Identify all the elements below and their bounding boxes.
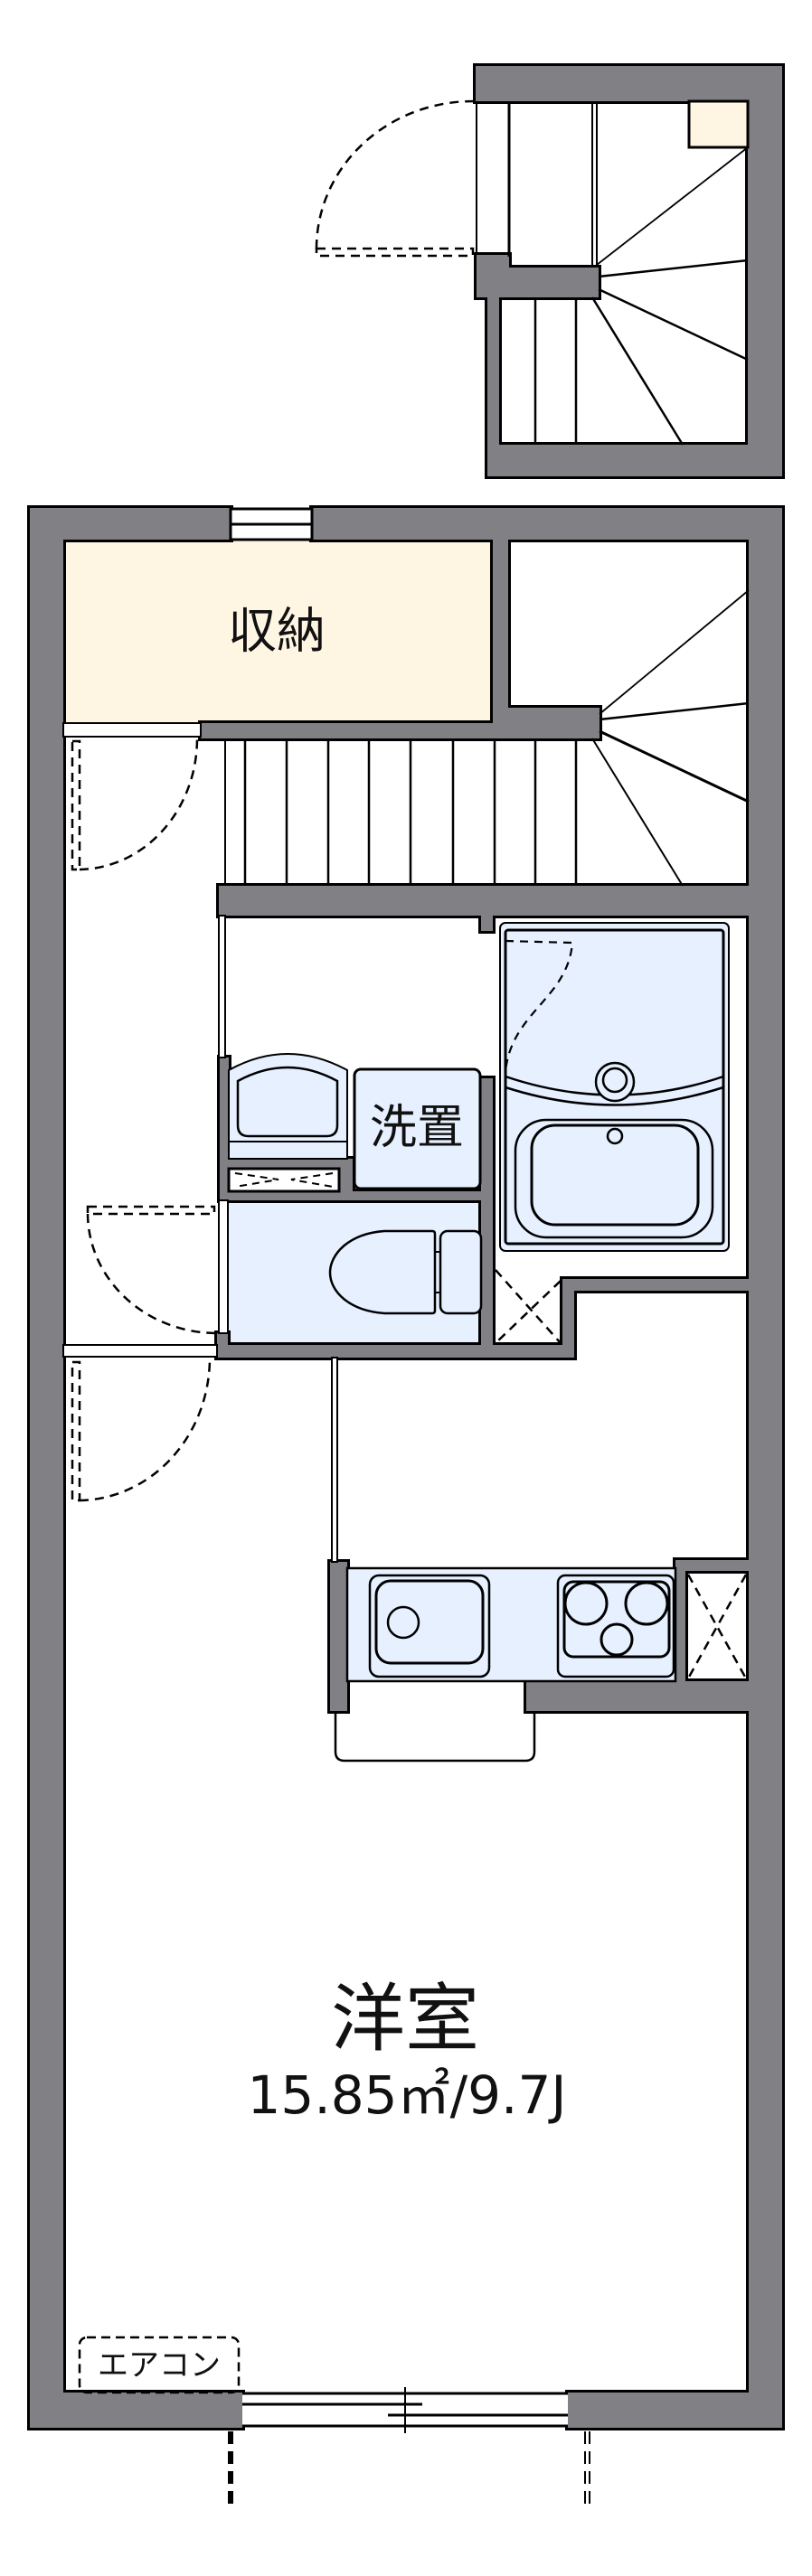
washer-space-icon bbox=[353, 1067, 482, 1190]
refrigerator-space bbox=[334, 1711, 536, 1763]
room-area: 15.85㎡/9.7J bbox=[248, 2064, 567, 2126]
door-swing-arc bbox=[315, 99, 474, 249]
tub-drain bbox=[606, 1127, 624, 1145]
cabinet-box bbox=[227, 1167, 341, 1193]
vanity-icon bbox=[228, 1053, 348, 1160]
vanity-basin bbox=[236, 1066, 339, 1138]
toilet-door-frame bbox=[218, 1199, 229, 1334]
entry-door-leaf bbox=[71, 739, 81, 871]
upper-storage-box bbox=[687, 99, 750, 149]
toilet-tank bbox=[439, 1229, 483, 1315]
cabinet-mark bbox=[290, 1172, 334, 1188]
pipe-shaft-cross bbox=[495, 1269, 562, 1344]
shower-door-swing bbox=[504, 939, 574, 1073]
air-conditioner-box bbox=[78, 2336, 241, 2394]
kitchen-counter bbox=[345, 1566, 677, 1683]
entry-door-swing-arc bbox=[79, 738, 199, 871]
burner bbox=[563, 1581, 609, 1626]
burner bbox=[600, 1622, 634, 1657]
room-door-frame bbox=[62, 1344, 218, 1358]
storage-label: 収納 bbox=[228, 603, 326, 660]
top-window bbox=[229, 507, 314, 541]
kitchen-shaft-icon bbox=[686, 1574, 748, 1679]
toilet-door-leaf bbox=[86, 1205, 216, 1216]
toilet-door-swing-arc bbox=[86, 1213, 218, 1335]
sink-inner bbox=[374, 1579, 485, 1665]
pipe-shaft-icon bbox=[495, 1269, 562, 1344]
bath-divider bbox=[505, 1086, 724, 1106]
room-label: 洋室 bbox=[331, 1977, 479, 2063]
main-stair bbox=[224, 589, 750, 887]
toilet-icon bbox=[328, 1229, 483, 1315]
tub-inner bbox=[530, 1123, 700, 1227]
storage-door-frame bbox=[62, 722, 202, 738]
air-conditioner-label: エアコン bbox=[98, 2347, 221, 2383]
burner bbox=[624, 1581, 669, 1626]
winder-line bbox=[599, 729, 750, 804]
storage-fill bbox=[63, 540, 493, 723]
washroom-door-frame bbox=[218, 915, 226, 1058]
bottom-window bbox=[242, 2387, 568, 2433]
winder-line bbox=[590, 296, 685, 446]
cabinet-mark bbox=[234, 1172, 279, 1188]
winder-line bbox=[591, 738, 684, 887]
shaft-cross bbox=[686, 1574, 748, 1679]
winder-line bbox=[598, 259, 749, 278]
winder-line bbox=[596, 146, 749, 266]
winder-line bbox=[599, 701, 750, 721]
bathtub-icon bbox=[499, 922, 730, 1252]
winder-line bbox=[599, 589, 750, 715]
sink-icon bbox=[368, 1574, 491, 1678]
room-door-swing-arc bbox=[79, 1357, 212, 1502]
kitchen-partition bbox=[331, 1357, 338, 1563]
sink-drain bbox=[386, 1605, 420, 1640]
winder-line bbox=[598, 287, 749, 362]
upper-stair bbox=[315, 99, 750, 446]
faucet-inner bbox=[601, 1067, 628, 1094]
toilet-bowl bbox=[328, 1229, 437, 1315]
washer-space-label: 洗置 bbox=[370, 1101, 464, 1155]
door-leaf bbox=[315, 247, 475, 258]
cabinet-icon bbox=[227, 1167, 341, 1193]
stove-icon bbox=[556, 1574, 675, 1678]
shaft-cross bbox=[686, 1574, 748, 1679]
room-door-leaf bbox=[71, 1360, 81, 1502]
